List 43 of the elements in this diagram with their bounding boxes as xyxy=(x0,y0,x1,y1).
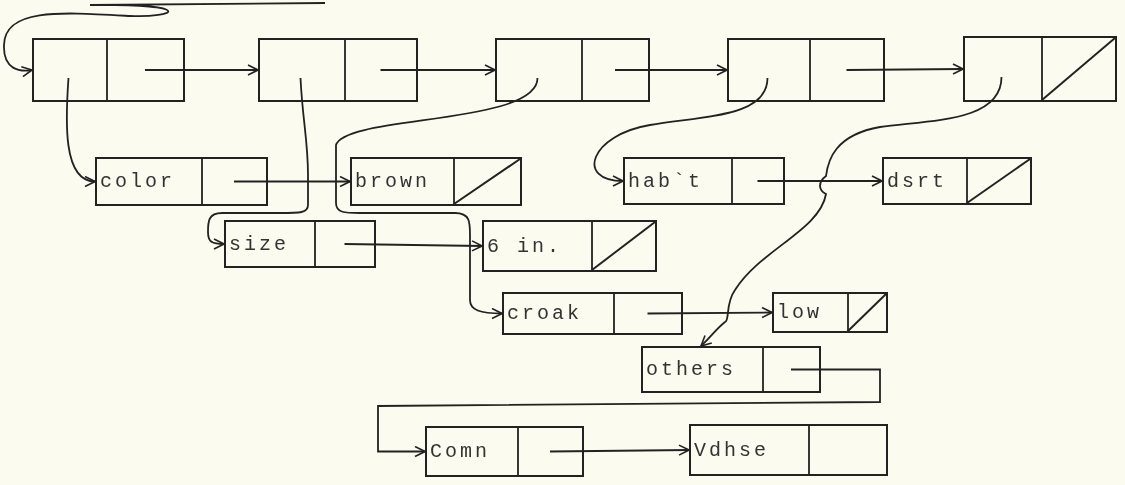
field-name: brown xyxy=(354,169,431,195)
pointer-arrow xyxy=(343,240,483,252)
pointer-arrow xyxy=(379,64,496,76)
list-record-box xyxy=(963,36,1117,102)
pointer-arrow xyxy=(65,77,96,186)
list-record-box xyxy=(258,38,418,102)
list-record-box xyxy=(350,157,522,206)
pointer-arrow xyxy=(756,175,883,187)
list-record-box xyxy=(224,220,376,268)
pointer-arrow xyxy=(845,63,964,75)
pointer-arrow xyxy=(335,77,539,320)
field-name: color xyxy=(99,169,176,195)
field-name: size xyxy=(228,231,290,258)
list-record-box xyxy=(482,220,657,272)
pointer-arrow xyxy=(646,306,773,319)
field-name: 6 in. xyxy=(486,233,563,260)
list-record-box xyxy=(689,424,888,476)
pointer-arrow xyxy=(549,444,690,456)
field-name: hab`t xyxy=(627,168,704,195)
pointer-arrow xyxy=(700,76,1003,347)
field-name: Comn xyxy=(429,439,491,465)
field-name: dsrt xyxy=(886,168,948,195)
list-record-box xyxy=(641,346,821,393)
field-name: others xyxy=(645,357,737,383)
pointer-arrow xyxy=(144,64,259,76)
field-name: croak xyxy=(506,301,583,327)
list-record-box xyxy=(32,38,185,102)
pointer-arrow xyxy=(3,2,326,78)
field-name: low xyxy=(776,300,823,326)
field-name: Vdhse xyxy=(693,437,770,464)
pointer-arrow xyxy=(233,175,351,188)
list-record-box xyxy=(623,157,785,205)
list-record-box xyxy=(882,157,1032,205)
pointer-arrow xyxy=(377,368,881,458)
list-record-box xyxy=(772,292,888,333)
pointer-arrow xyxy=(207,77,309,250)
pointer-arrow xyxy=(593,77,769,186)
list-record-box xyxy=(727,38,885,102)
list-record-box xyxy=(95,157,268,206)
list-record-box xyxy=(502,292,683,335)
list-record-box xyxy=(495,38,650,102)
list-record-box xyxy=(425,426,584,477)
pointer-arrow xyxy=(614,64,728,76)
